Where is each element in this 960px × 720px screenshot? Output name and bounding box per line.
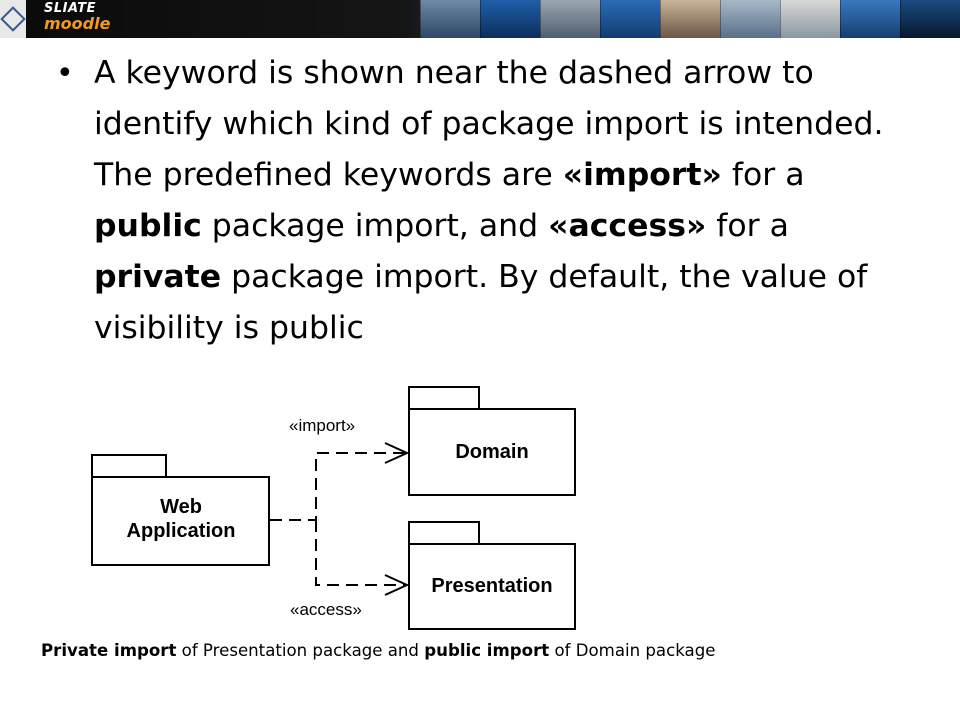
bullet-text-part-1: A keyword is shown near the dashed arrow… <box>94 55 884 193</box>
bullet-text-part-5: package import. By default, the value of… <box>94 259 868 346</box>
bullet-text-part-3: package import, and <box>201 208 549 244</box>
import-arrowhead-icon <box>384 442 410 464</box>
logo-emblem-icon <box>0 0 26 38</box>
keyword-import: «import» <box>562 157 722 193</box>
word-private: private <box>94 259 222 295</box>
bullet-text-part-4: for a <box>706 208 789 244</box>
header-banner: SLIATE moodle <box>0 0 960 38</box>
package-web-application <box>91 454 270 566</box>
diagram-caption: Private import of Presentation package a… <box>41 641 715 660</box>
logo-line-2: moodle <box>44 14 111 33</box>
web-application-label-line-1: Web <box>160 496 202 518</box>
web-application-label-line-2: Application <box>127 520 236 542</box>
word-public: public <box>94 208 202 244</box>
bullet-marker: • <box>56 56 74 91</box>
domain-label: Domain <box>455 441 528 463</box>
package-domain <box>408 386 576 496</box>
import-stereotype-label: «import» <box>289 416 355 435</box>
access-dependency-line <box>315 520 405 586</box>
import-dependency-line <box>270 452 405 521</box>
keyword-access: «access» <box>548 208 707 244</box>
bullet-text-part-2: for a <box>721 157 805 193</box>
access-stereotype-label: «access» <box>290 600 362 619</box>
bullet-paragraph: • A keyword is shown near the dashed arr… <box>56 48 916 354</box>
logo-line-1: SLIATE <box>44 1 97 16</box>
caption-bold-public-import: public import <box>424 641 550 660</box>
access-arrowhead-icon <box>384 574 410 596</box>
caption-text-2: of Domain package <box>549 641 716 660</box>
bullet-text: A keyword is shown near the dashed arrow… <box>94 48 916 354</box>
caption-text-1: of Presentation package and <box>176 641 425 660</box>
presentation-label: Presentation <box>431 575 552 597</box>
caption-bold-private-import: Private import <box>41 641 177 660</box>
package-presentation <box>408 521 576 630</box>
banner-photo-strip <box>420 0 960 38</box>
logo-wordmark: SLIATE moodle <box>44 2 110 32</box>
